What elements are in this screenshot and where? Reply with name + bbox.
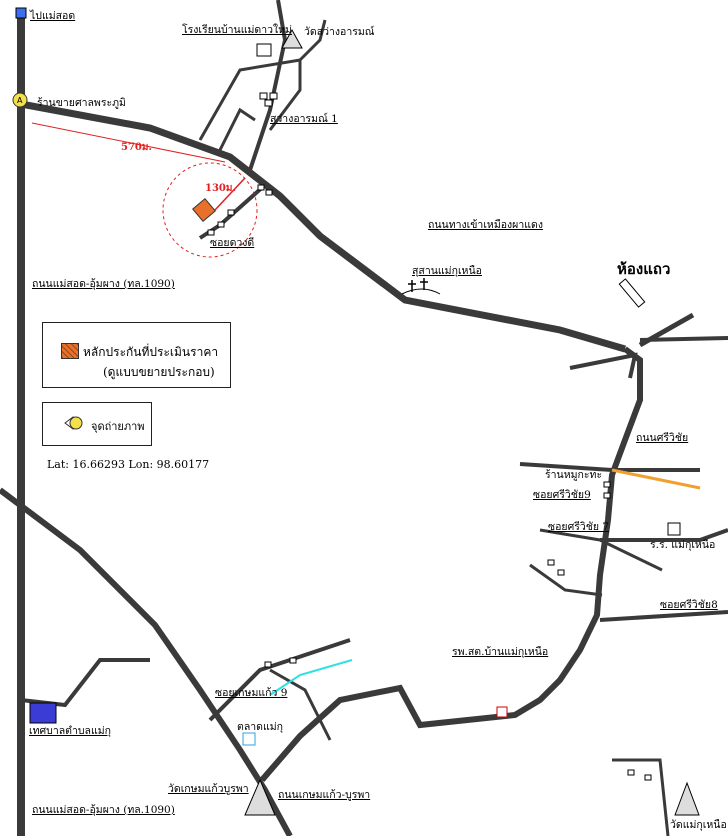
label-temple-top: วัดสว่างอารมณ์ [304, 26, 375, 38]
label-market: ตลาดแม่กุ [237, 721, 284, 733]
photo-point-marker [12, 92, 28, 108]
north-arrow-icon [15, 7, 27, 19]
school-icon [256, 43, 272, 57]
label-temple-kasem: วัดเกษมแก้วบูรพา [168, 783, 249, 795]
temple-icon-top [281, 28, 303, 49]
cemetery-icon [408, 278, 428, 292]
label-hospital: รพ.สต.บ้านแม่กุเหนือ [452, 646, 549, 658]
label-shop-sala: ร้านขายศาลพระภูมิ [37, 97, 126, 109]
legend-photo-box: จุดถ่ายภาพ [42, 402, 152, 446]
hospital-icon [496, 706, 508, 718]
road-kasem-9b [269, 668, 332, 741]
label-dist-570: 570ม. [121, 142, 152, 153]
road-to-pha-daeng [20, 100, 626, 353]
road-right-mid [600, 528, 728, 542]
legend-collateral-box: หลักประกันที่ประเมินราคา (ดูแบบขยายประกอ… [42, 322, 231, 388]
road-branch-a [569, 352, 638, 379]
legend-collateral-line2: (ดูแบบขยายประกอบ) [103, 365, 215, 379]
photo-point-legend-icon [64, 416, 83, 430]
road-sriwichai [259, 346, 643, 782]
road-north-1 [248, 0, 288, 171]
road-branch-right [639, 336, 728, 342]
label-soi-duangdee: ซอยดวงดี [210, 237, 255, 249]
road-diagonal-left [0, 487, 293, 836]
label-road-pha-daeng: ถนนทางเข้าเหมืองผาแดง [428, 219, 543, 231]
label-soi-kasem-9: ซอยเกษมแก้ว 9 [215, 687, 288, 699]
label-shop-kapra: ร้านหมูกะทะ [545, 469, 603, 481]
label-soi-sawang: สว่างอารมณ์ 1 [270, 113, 338, 125]
photo-point-letter: A [17, 96, 23, 105]
municipality-icon [29, 702, 57, 724]
label-soi-sriwichai-9: ซอยศรีวิชัย9 [533, 489, 591, 501]
label-road-1090-bottom: ถนนแม่สอด-อุ้มผาง (ทล.1090) [32, 804, 175, 816]
label-hong-taew: ห้องแถว [617, 260, 671, 278]
road-bottom-right [612, 758, 670, 836]
label-temple-maeku: วัดแม่กุเหนือ [670, 819, 727, 831]
cemetery-mound [401, 288, 441, 295]
road-soi-8 [599, 610, 728, 622]
radius-circle [162, 162, 258, 258]
label-school: โรงเรียนบ้านแม่ดาวใหม่ [182, 24, 292, 36]
collateral-property [192, 198, 216, 222]
temple-icon-kasem [244, 778, 276, 816]
distance-line-130 [214, 177, 246, 211]
market-icon [242, 732, 256, 746]
label-road-sriwichai: ถนนศรีวิชัย [636, 432, 689, 444]
label-top-left: ไปแม่สอด [30, 10, 76, 22]
road-left-branch [20, 658, 150, 708]
road-north-3 [218, 107, 256, 151]
shophouse-icon [618, 278, 646, 308]
road-north-4 [298, 19, 327, 62]
label-soi-sriwichai-8: ซอยศรีวิชัย8 [660, 599, 718, 611]
legend-photo-label: จุดถ่ายภาพ [91, 420, 145, 433]
distance-line-570 [31, 122, 226, 163]
road-orange [611, 468, 701, 490]
collateral-swatch [61, 343, 79, 359]
road-soi-7b [529, 563, 603, 597]
label-road-1090-top: ถนนแม่สอด-อุ้มผาง (ทล.1090) [32, 278, 175, 290]
road-north-2 [198, 58, 302, 141]
lat-lon-readout: Lat: 16.66293 Lon: 98.60177 [47, 458, 210, 471]
temple-icon-maeku [674, 781, 700, 816]
school-icon-2 [667, 522, 681, 536]
label-road-kasem: ถนนเกษมแก้ว-บูรพา [278, 789, 371, 801]
label-soi-sriwichai-7: ซอยศรีวิชัย 7 [548, 521, 610, 533]
legend-collateral-line1: หลักประกันที่ประเมินราคา [83, 345, 219, 359]
label-dist-130: 130ม. [205, 183, 236, 194]
label-school-maeku: ร.ร. แม่กุเหนือ [650, 539, 716, 551]
label-cemetery: สุสานแม่กุเหนือ [412, 265, 482, 277]
label-municipality: เทศบาลตำบลแม่กุ [29, 725, 112, 737]
road-kasem-9 [208, 638, 351, 722]
road-cyan [269, 659, 353, 696]
house-icons [207, 92, 652, 781]
